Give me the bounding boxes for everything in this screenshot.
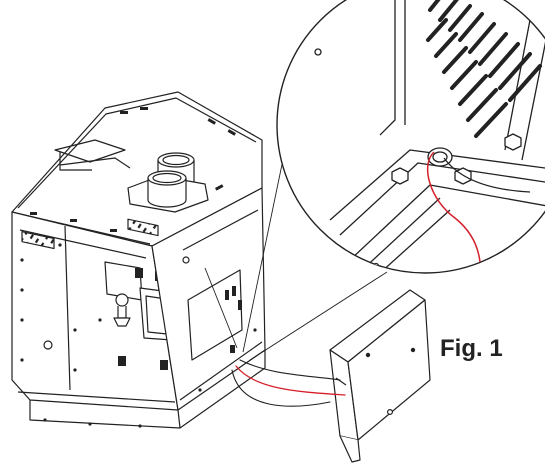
figure-label: Fig. 1 — [440, 335, 503, 362]
control-box — [329, 289, 431, 463]
appliance-unit — [11, 91, 266, 429]
vent-grille-right — [127, 218, 159, 237]
zoom-detail — [276, 0, 545, 274]
zoom-bolts — [391, 133, 522, 185]
unit-left-face — [11, 211, 179, 411]
zoom-black-wire — [443, 157, 531, 193]
zoom-louvers — [426, 0, 542, 138]
flue-collar-front — [147, 170, 187, 208]
zoom-leader-lines — [204, 149, 388, 361]
control-knob — [113, 293, 131, 327]
control-cable — [231, 359, 346, 407]
vent-grille-left — [21, 231, 55, 250]
zoom-red-wire — [426, 151, 481, 263]
panel-rivets — [20, 243, 172, 428]
